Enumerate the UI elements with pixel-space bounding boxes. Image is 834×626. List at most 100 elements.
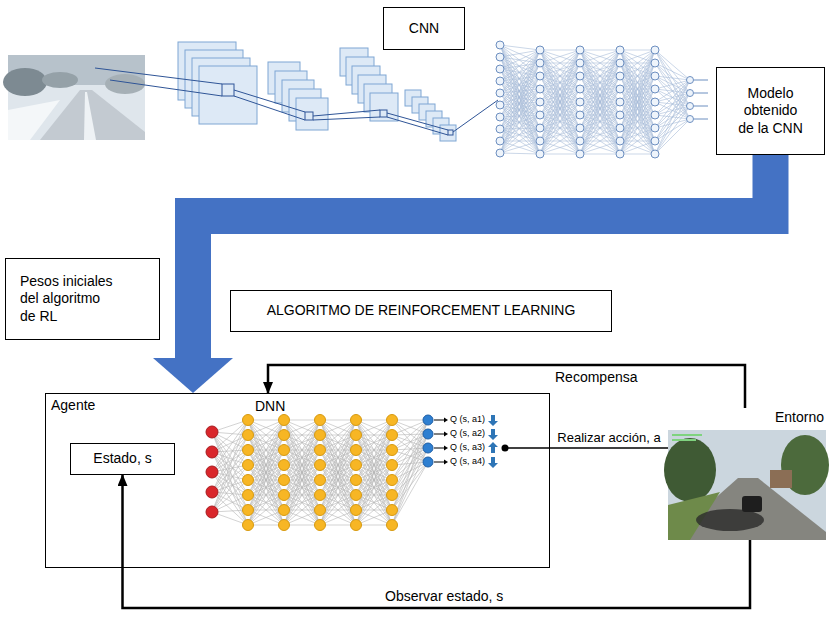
network-link [540, 50, 580, 154]
network-link [655, 80, 690, 141]
projection-line [110, 80, 222, 96]
neuron [651, 98, 659, 106]
network-link [540, 50, 580, 51]
projection-line [387, 113, 448, 130]
network-link [620, 115, 655, 154]
neuron [616, 111, 624, 119]
network-link [540, 50, 580, 141]
neuron [243, 445, 254, 456]
neuron [423, 429, 433, 439]
network-link [540, 50, 580, 89]
neuron [496, 101, 504, 109]
q-value-arrows [434, 415, 498, 468]
network-link [620, 76, 655, 154]
neuron [351, 490, 362, 501]
network-link [248, 420, 284, 465]
network-link [655, 76, 690, 80]
output-line [694, 93, 708, 94]
network-link [500, 102, 540, 153]
network-link [320, 420, 356, 495]
network-link [580, 50, 620, 154]
network-link [320, 450, 356, 525]
network-link [580, 50, 620, 154]
edge-label: Realizar acción, a [557, 430, 660, 446]
network-link [620, 50, 655, 51]
neuron [616, 124, 624, 132]
network-link [620, 141, 655, 154]
network-link [620, 50, 655, 128]
box-label: ALGORITMO DE REINFORCEMENT LEARNING [267, 302, 576, 320]
network-link [540, 50, 580, 115]
network-link [655, 106, 690, 154]
neuron [616, 98, 624, 106]
neuron [576, 98, 584, 106]
flow-arrow [268, 365, 745, 408]
network-link [248, 420, 284, 495]
network-link [248, 420, 284, 495]
neuron [651, 111, 659, 119]
neuron [496, 137, 504, 145]
neuron [206, 446, 218, 458]
neuron [423, 443, 433, 453]
neuron [687, 116, 694, 123]
network-link [356, 450, 392, 525]
network-link [580, 128, 620, 154]
neuron [206, 506, 218, 518]
network-link [580, 63, 620, 154]
network-link [620, 50, 655, 154]
neuron [536, 111, 544, 119]
network-link [540, 76, 580, 154]
neuron [687, 90, 694, 97]
network-link [320, 420, 356, 465]
neuron [387, 430, 398, 441]
neuron [496, 65, 504, 73]
network-link [620, 102, 655, 154]
photo-road [40, 90, 145, 140]
weight-transfer-arrow [153, 155, 771, 393]
network-link [248, 450, 284, 525]
output-line [694, 106, 708, 107]
neuron [351, 475, 362, 486]
network-link [580, 115, 620, 154]
neuron [423, 415, 433, 425]
thick-arrow-head [153, 358, 233, 393]
neuron [651, 124, 659, 132]
neuron [616, 46, 624, 54]
network-link [540, 50, 580, 128]
network-link [500, 50, 540, 153]
edge-label: Recompensa [555, 369, 638, 386]
neuron [616, 137, 624, 145]
neuron [387, 490, 398, 501]
neuron [279, 490, 290, 501]
network-link [320, 420, 356, 495]
process-box: ALGORITMO DE REINFORCEMENT LEARNING [230, 290, 612, 332]
network-link [320, 480, 356, 525]
network-link [500, 69, 540, 154]
neuron [616, 85, 624, 93]
photo-car [742, 496, 762, 512]
neuron [687, 103, 694, 110]
neuron [315, 475, 326, 486]
network-link [620, 63, 655, 154]
network-link [284, 420, 320, 465]
neuron [576, 46, 584, 54]
network-link [620, 50, 655, 154]
network-link [540, 141, 580, 154]
neuron [279, 460, 290, 471]
network-link [320, 420, 356, 465]
network-link [655, 63, 690, 93]
network-link [392, 448, 428, 525]
network-link [620, 50, 655, 115]
network-link [356, 480, 392, 525]
photo-snow [84, 92, 96, 140]
network-link [620, 128, 655, 154]
network-link [580, 154, 620, 155]
thick-arrow-shaft [193, 155, 771, 359]
network-link [580, 50, 620, 115]
neuron [616, 59, 624, 67]
network-link [392, 420, 428, 465]
neuron [243, 505, 254, 516]
dnn-network [206, 415, 433, 531]
network-link [284, 420, 320, 495]
network-link [620, 50, 655, 128]
